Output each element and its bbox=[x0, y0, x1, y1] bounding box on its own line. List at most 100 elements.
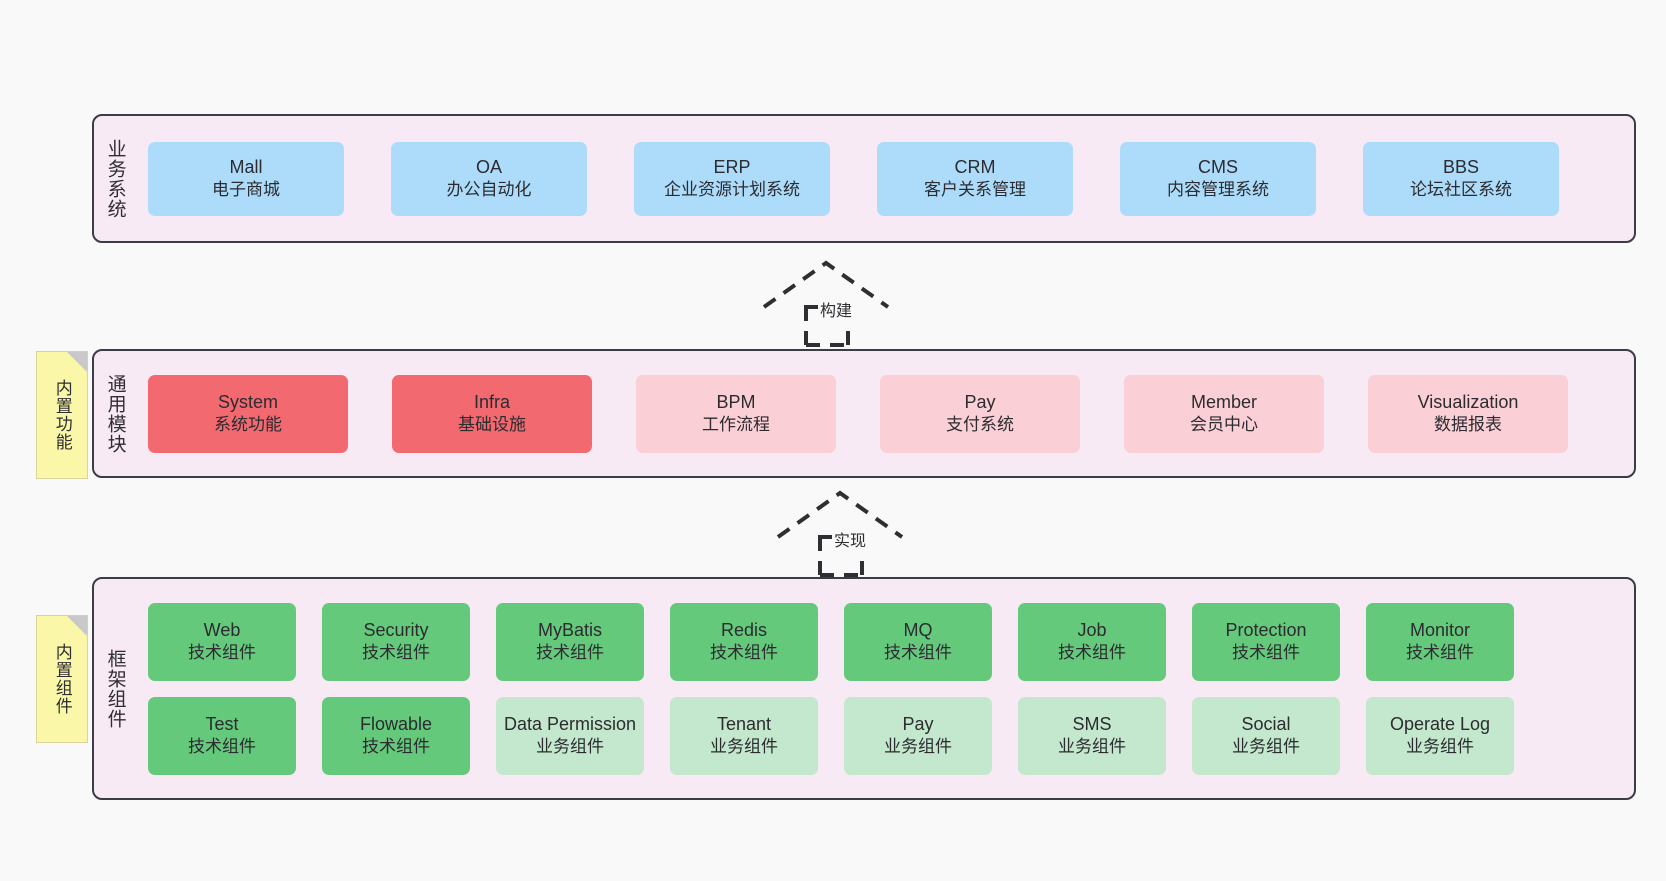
note-label: 内置组件 bbox=[52, 643, 72, 715]
card-operate-log[interactable]: Operate Log 业务组件 bbox=[1366, 696, 1514, 775]
card-title-cn: 技术组件 bbox=[188, 737, 256, 757]
card-title-en: Pay bbox=[964, 391, 996, 412]
card-erp[interactable]: ERP 企业资源计划系统 bbox=[634, 141, 830, 216]
card-visualization[interactable]: Visualization 数据报表 bbox=[1368, 374, 1568, 453]
card-crm[interactable]: CRM 客户关系管理 bbox=[877, 141, 1073, 216]
card-title-cn: 会员中心 bbox=[1190, 415, 1258, 435]
card-title-en: Social bbox=[1241, 713, 1291, 734]
card-mq[interactable]: MQ 技术组件 bbox=[844, 602, 992, 681]
card-data-permission[interactable]: Data Permission 业务组件 bbox=[496, 696, 644, 775]
card-title-en: BBS bbox=[1442, 156, 1480, 177]
card-test[interactable]: Test 技术组件 bbox=[148, 696, 296, 775]
modules-card-row: System 系统功能 Infra 基础设施 BPM 工作流程 Pay 支付系统… bbox=[140, 374, 1620, 453]
card-infra[interactable]: Infra 基础设施 bbox=[392, 374, 592, 453]
card-title-en: ERP bbox=[713, 156, 751, 177]
card-flowable[interactable]: Flowable 技术组件 bbox=[322, 696, 470, 775]
layer-title-modules: 通用模块 bbox=[104, 373, 126, 454]
arrow-head-triangle bbox=[762, 260, 890, 309]
card-title-en: Member bbox=[1190, 391, 1257, 412]
layer-body-framework: Web 技术组件 Security 技术组件 MyBatis 技术组件 Redi… bbox=[136, 579, 1634, 798]
note-fold-corner-icon bbox=[67, 616, 87, 636]
framework-card-row-tech: Web 技术组件 Security 技术组件 MyBatis 技术组件 Redi… bbox=[140, 602, 1620, 681]
card-title-cn: 支付系统 bbox=[946, 415, 1014, 435]
card-member[interactable]: Member 会员中心 bbox=[1124, 374, 1324, 453]
card-social[interactable]: Social 业务组件 bbox=[1192, 696, 1340, 775]
arrow-label-build: 构建 bbox=[818, 297, 855, 321]
card-system[interactable]: System 系统功能 bbox=[148, 374, 348, 453]
card-monitor[interactable]: Monitor 技术组件 bbox=[1366, 602, 1514, 681]
card-title-cn: 论坛社区系统 bbox=[1410, 180, 1512, 200]
card-title-en: Flowable bbox=[359, 713, 433, 734]
card-title-cn: 办公自动化 bbox=[446, 180, 532, 200]
card-oa[interactable]: OA 办公自动化 bbox=[391, 141, 587, 216]
arrow-label-implement: 实现 bbox=[832, 527, 869, 551]
card-sms[interactable]: SMS 业务组件 bbox=[1018, 696, 1166, 775]
card-title-cn: 内容管理系统 bbox=[1167, 180, 1269, 200]
card-title-en: MyBatis bbox=[537, 619, 602, 640]
card-tenant[interactable]: Tenant 业务组件 bbox=[670, 696, 818, 775]
sticky-note-builtin-function: 内置功能 bbox=[36, 351, 88, 479]
layer-general-modules: 通用模块 System 系统功能 Infra 基础设施 BPM 工作流程 Pay… bbox=[92, 349, 1636, 478]
card-mybatis[interactable]: MyBatis 技术组件 bbox=[496, 602, 644, 681]
card-title-en: Visualization bbox=[1417, 391, 1519, 412]
business-card-row: Mall 电子商城 OA 办公自动化 ERP 企业资源计划系统 CRM 客户关系… bbox=[140, 141, 1620, 216]
arrow-implement: 实现 bbox=[770, 489, 930, 577]
card-title-cn: 系统功能 bbox=[214, 415, 282, 435]
layer-body-modules: System 系统功能 Infra 基础设施 BPM 工作流程 Pay 支付系统… bbox=[136, 351, 1634, 476]
card-title-cn: 业务组件 bbox=[884, 737, 952, 757]
card-protection[interactable]: Protection 技术组件 bbox=[1192, 602, 1340, 681]
arrow-head-triangle bbox=[776, 490, 904, 539]
card-title-cn: 业务组件 bbox=[536, 737, 604, 757]
card-title-en: Security bbox=[363, 619, 429, 640]
card-title-cn: 技术组件 bbox=[188, 643, 256, 663]
card-title-cn: 技术组件 bbox=[710, 643, 778, 663]
card-cms[interactable]: CMS 内容管理系统 bbox=[1120, 141, 1316, 216]
layer-body-business: Mall 电子商城 OA 办公自动化 ERP 企业资源计划系统 CRM 客户关系… bbox=[136, 116, 1634, 241]
card-title-en: OA bbox=[475, 156, 502, 177]
card-title-en: MQ bbox=[903, 619, 933, 640]
card-bbs[interactable]: BBS 论坛社区系统 bbox=[1363, 141, 1559, 216]
card-pay-component[interactable]: Pay 业务组件 bbox=[844, 696, 992, 775]
card-title-cn: 客户关系管理 bbox=[924, 180, 1026, 200]
card-mall[interactable]: Mall 电子商城 bbox=[148, 141, 344, 216]
layer-business-systems: 业务系统 Mall 电子商城 OA 办公自动化 ERP 企业资源计划系统 CRM… bbox=[92, 114, 1636, 243]
card-title-cn: 技术组件 bbox=[536, 643, 604, 663]
card-title-en: Redis bbox=[720, 619, 768, 640]
card-title-en: CMS bbox=[1198, 156, 1238, 177]
card-title-en: Monitor bbox=[1409, 619, 1471, 640]
card-title-en: Operate Log bbox=[1389, 713, 1491, 734]
card-security[interactable]: Security 技术组件 bbox=[322, 602, 470, 681]
card-title-cn: 基础设施 bbox=[458, 415, 526, 435]
card-title-cn: 技术组件 bbox=[884, 643, 952, 663]
card-bpm[interactable]: BPM 工作流程 bbox=[636, 374, 836, 453]
note-label: 内置功能 bbox=[52, 379, 72, 451]
sticky-note-builtin-component: 内置组件 bbox=[36, 615, 88, 743]
card-title-en: Web bbox=[203, 619, 241, 640]
card-job[interactable]: Job 技术组件 bbox=[1018, 602, 1166, 681]
card-title-cn: 技术组件 bbox=[1232, 643, 1300, 663]
card-title-cn: 技术组件 bbox=[362, 643, 430, 663]
card-redis[interactable]: Redis 技术组件 bbox=[670, 602, 818, 681]
card-title-en: Infra bbox=[473, 391, 511, 412]
card-title-en: Job bbox=[1077, 619, 1107, 640]
card-title-cn: 业务组件 bbox=[1232, 737, 1300, 757]
card-title-cn: 技术组件 bbox=[1058, 643, 1126, 663]
card-title-en: CRM bbox=[954, 156, 996, 177]
card-title-cn: 电子商城 bbox=[212, 180, 280, 200]
layer-framework-components: 框架组件 Web 技术组件 Security 技术组件 MyBatis 技术组件… bbox=[92, 577, 1636, 800]
note-fold-corner-icon bbox=[67, 352, 87, 372]
card-title-cn: 业务组件 bbox=[1058, 737, 1126, 757]
card-title-en: BPM bbox=[716, 391, 756, 412]
card-title-en: Tenant bbox=[716, 713, 772, 734]
card-title-en: System bbox=[217, 391, 278, 412]
card-pay-module[interactable]: Pay 支付系统 bbox=[880, 374, 1080, 453]
framework-card-row-business: Test 技术组件 Flowable 技术组件 Data Permission … bbox=[140, 696, 1620, 775]
card-title-cn: 业务组件 bbox=[710, 737, 778, 757]
card-title-en: Mall bbox=[229, 156, 263, 177]
card-title-en: Protection bbox=[1225, 619, 1307, 640]
card-title-cn: 企业资源计划系统 bbox=[664, 180, 800, 200]
card-web[interactable]: Web 技术组件 bbox=[148, 602, 296, 681]
layer-title-framework: 框架组件 bbox=[104, 648, 126, 729]
arrow-build: 构建 bbox=[756, 259, 916, 347]
